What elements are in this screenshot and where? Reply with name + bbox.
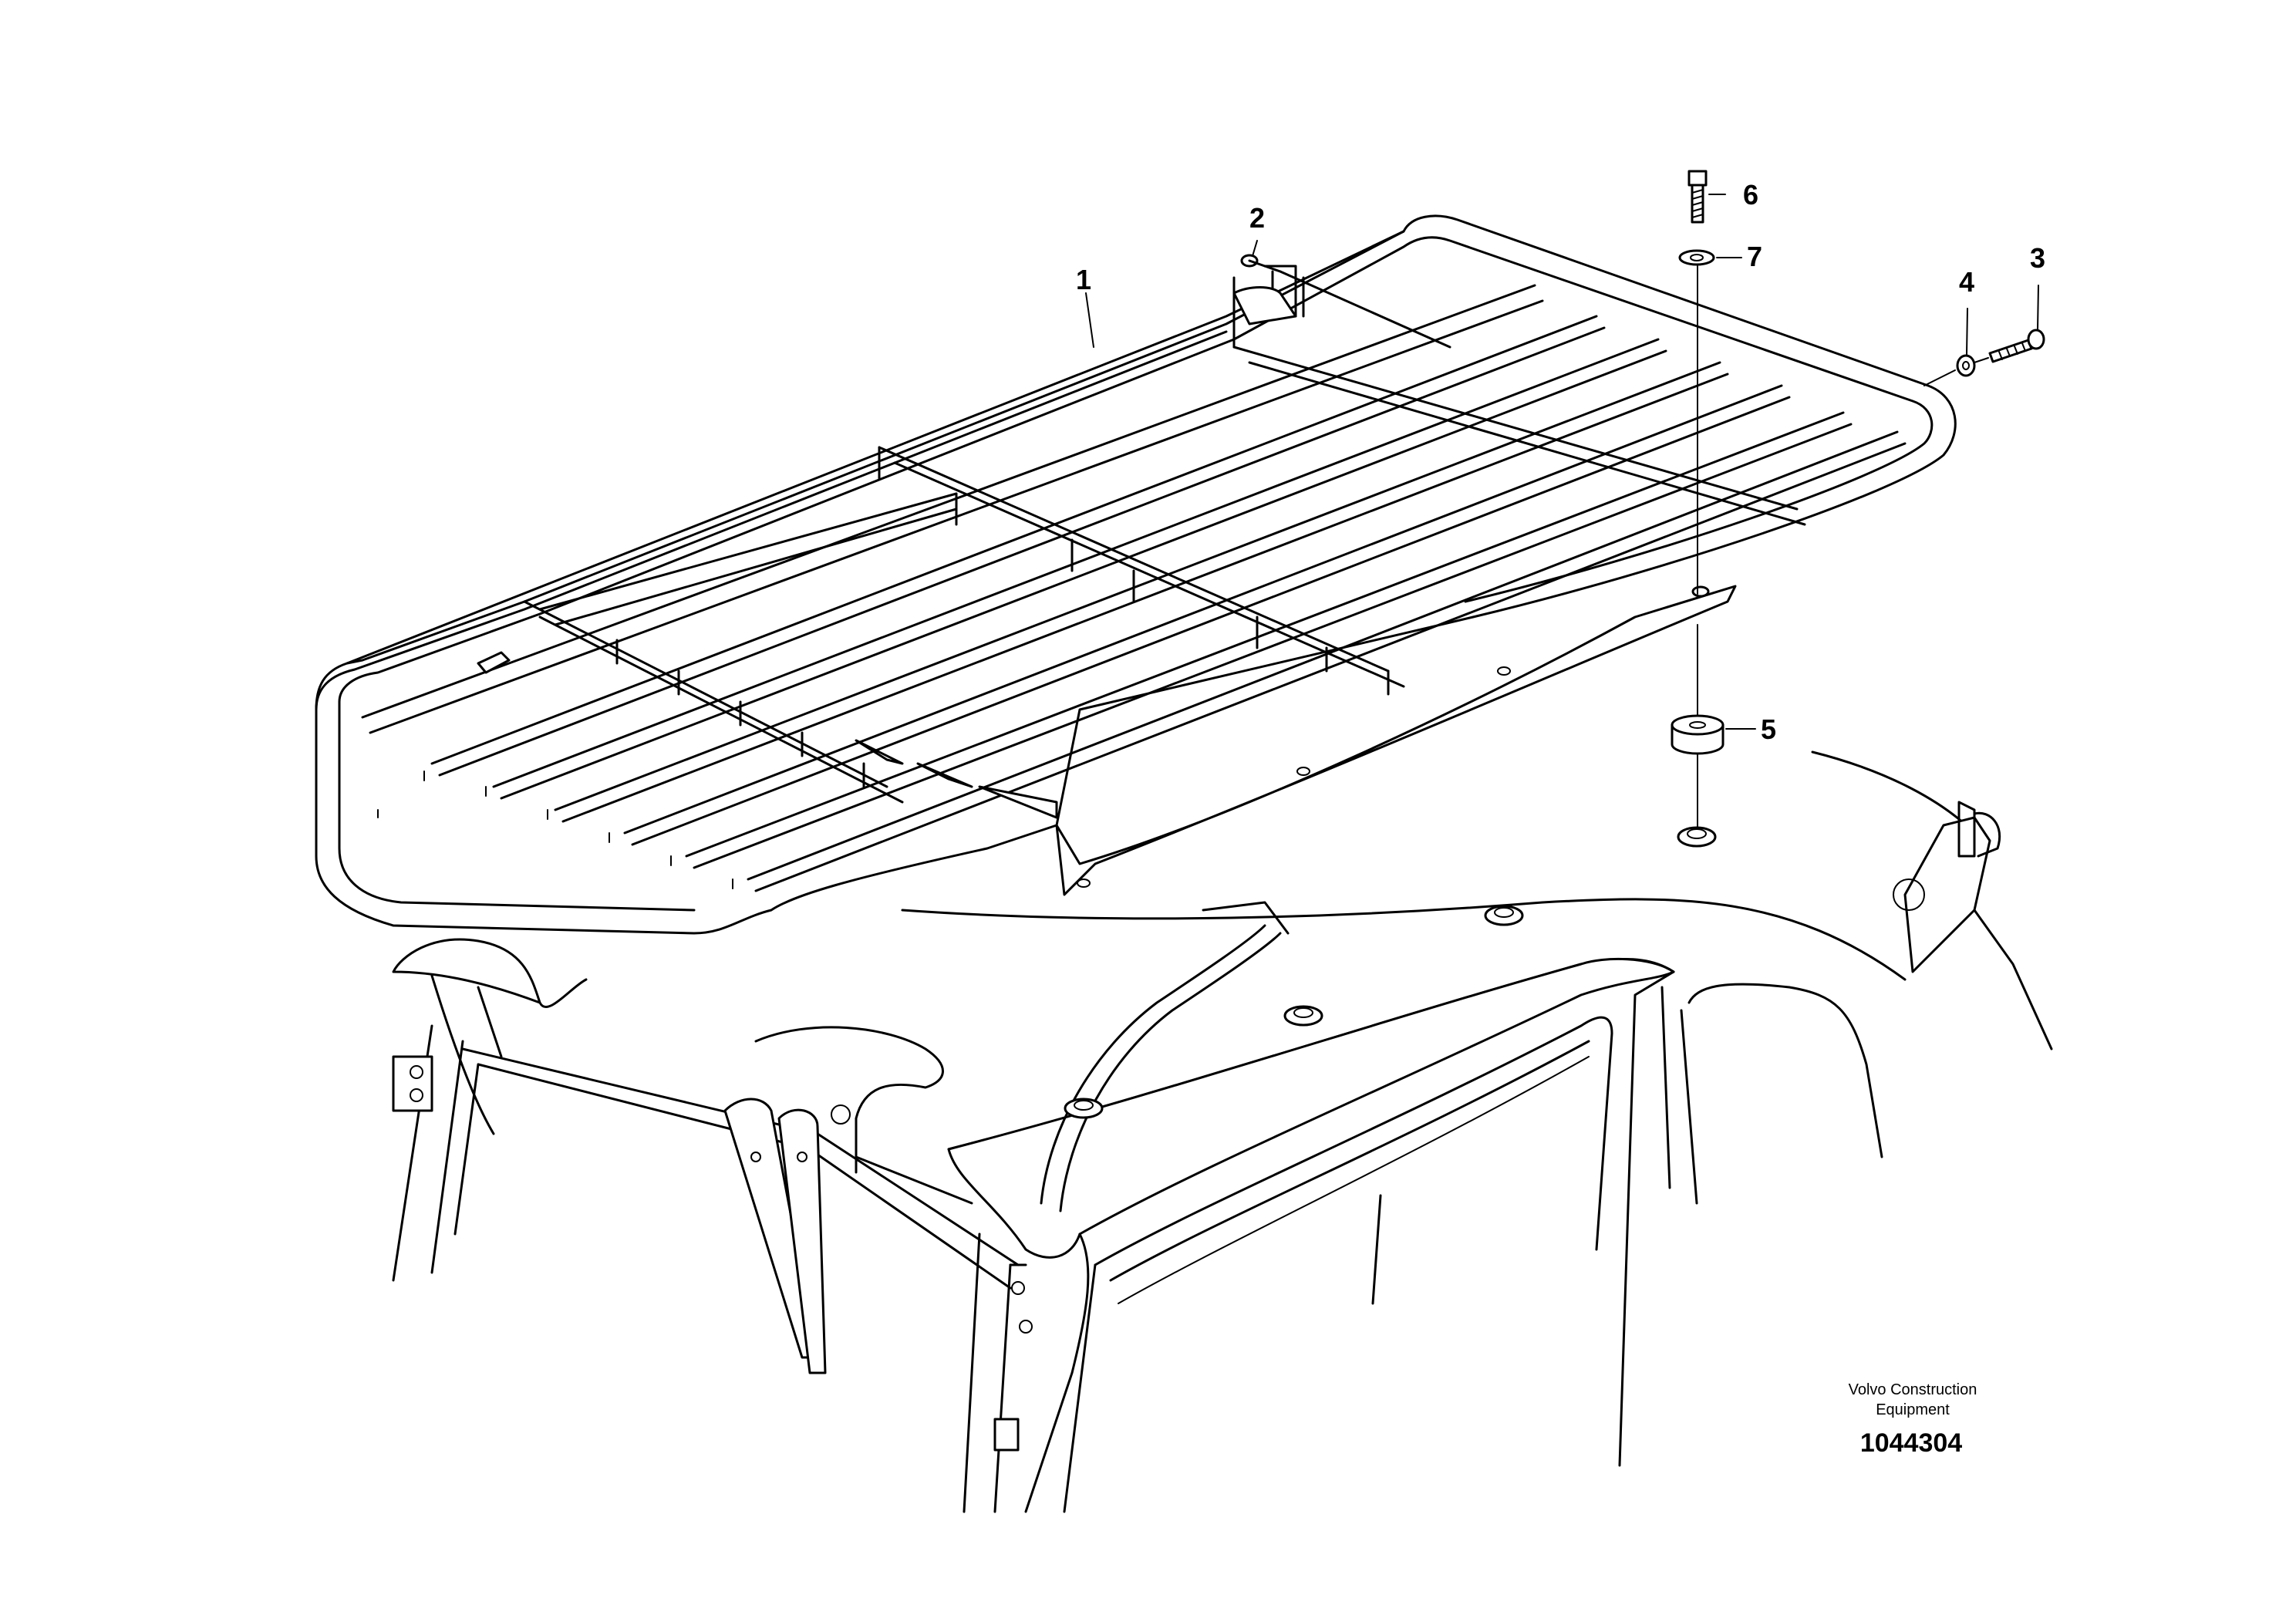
callout-7: 7: [1747, 241, 1762, 272]
callout-2: 2: [1249, 202, 1265, 234]
roof-mount-pad: [1677, 826, 1717, 848]
callout-4: 4: [1959, 266, 1974, 298]
callout-6: 6: [1743, 179, 1758, 211]
rubber-mount-5: [1671, 714, 1725, 755]
bolt-2: [1240, 254, 1451, 349]
roof-rack-guard: [315, 214, 1957, 935]
callout-3: 3: [2030, 242, 2045, 274]
roof-mount-pad: [1064, 1098, 1104, 1119]
washer-4: [1956, 354, 1976, 377]
washer-7: [1678, 249, 1715, 266]
callout-5: 5: [1761, 713, 1776, 745]
drawing-number: 1044304: [1860, 1428, 1962, 1458]
bolt-3: [1988, 329, 2045, 363]
cab-left-structure: [392, 938, 1033, 1513]
roof-mount-pad: [1484, 905, 1524, 926]
maker-name-line1: Volvo Construction: [1849, 1381, 1977, 1398]
bolt-6: [1687, 170, 1708, 224]
maker-name-line2: Equipment: [1876, 1401, 1950, 1418]
roof-mount-pad: [1283, 1005, 1323, 1027]
title-block: Volvo Construction Equipment 1044304: [1849, 1381, 1977, 1458]
callout-1: 1: [1076, 264, 1091, 295]
cab-roof: [901, 750, 2053, 1513]
